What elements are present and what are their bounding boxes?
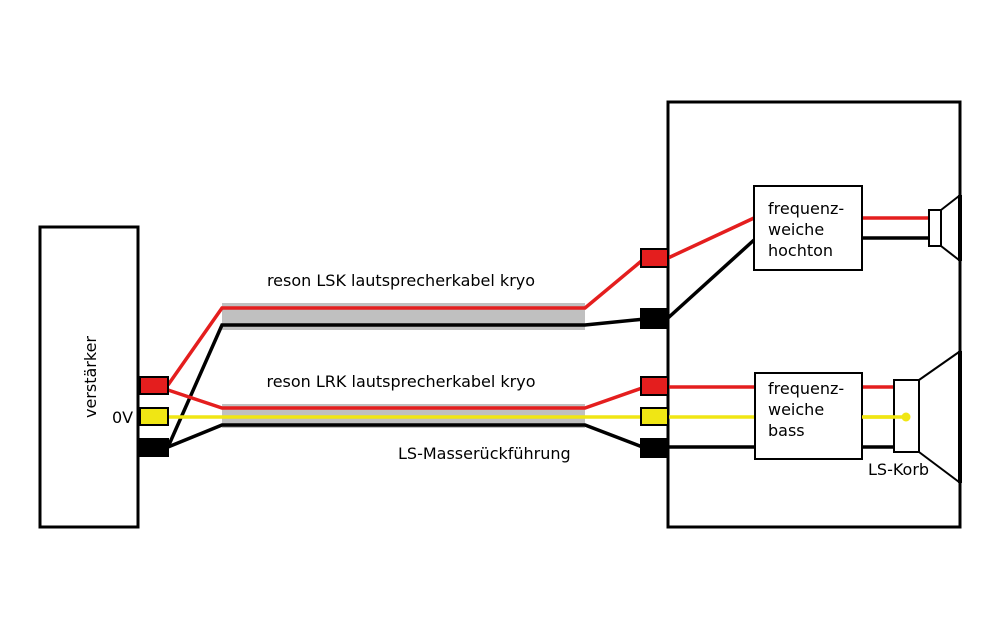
amp-terminal-ground: [139, 407, 169, 426]
amp-terminal-negative: [139, 438, 169, 457]
crossover-tweeter-box: [753, 185, 863, 271]
lrk-negative-wire: [167, 423, 646, 450]
tweeter-positive-in: [667, 216, 755, 260]
amp-terminal-positive: [139, 376, 169, 395]
crossover-tweeter-line2: weiche: [768, 220, 824, 239]
lrk-cable-label: reson LRK lautsprecherkabel kryo: [266, 372, 535, 391]
crossover-bass-box: [754, 372, 863, 460]
tweeter-negative-in: [666, 238, 756, 320]
ground-return-label: LS-Masserückführung: [398, 444, 571, 463]
speaker-terminal-lf-positive: [640, 376, 669, 396]
zero-volt-label: 0V: [112, 408, 133, 427]
speaker-terminal-hf-negative: [640, 308, 669, 329]
crossover-bass-line3: bass: [768, 421, 805, 440]
crossover-tweeter-line3: hochton: [768, 241, 833, 260]
basket-label: LS-Korb: [868, 460, 929, 479]
crossover-bass-line1: frequenz-: [768, 379, 844, 398]
lrk-positive-wire: [167, 385, 646, 410]
speaker-terminal-ground: [640, 407, 669, 426]
amplifier-box: [38, 225, 140, 529]
speaker-terminal-hf-positive: [640, 248, 669, 268]
lsk-positive-wire: [166, 256, 647, 387]
amplifier-label: verstärker: [81, 336, 100, 418]
tweeter-icon: [928, 195, 962, 261]
speaker-terminal-lf-negative: [640, 438, 669, 458]
crossover-tweeter-line1: frequenz-: [768, 199, 844, 218]
crossover-bass-line2: weiche: [768, 400, 824, 419]
lsk-cable-label: reson LSK lautsprecherkabel kryo: [267, 271, 535, 290]
lsk-negative-wire: [166, 317, 646, 448]
